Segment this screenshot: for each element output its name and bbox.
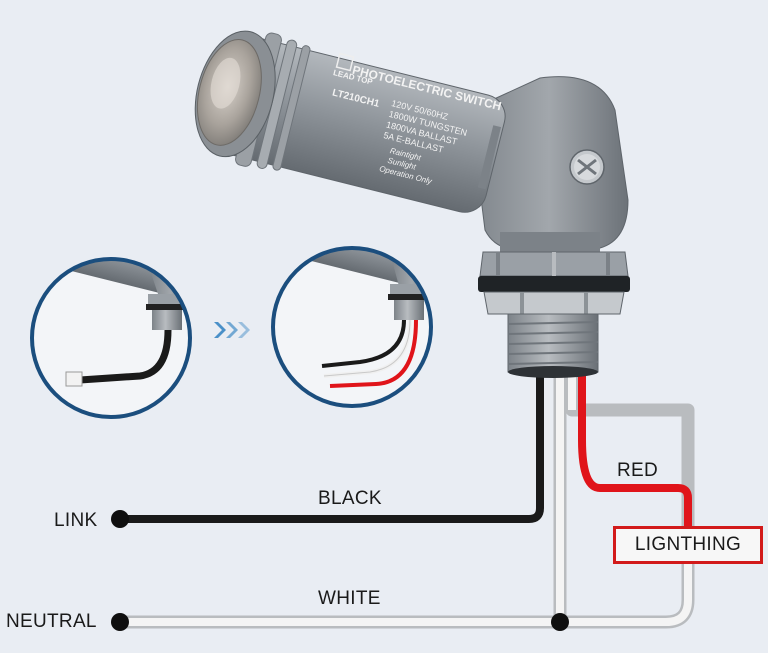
white-wire-label: WHITE — [318, 588, 381, 609]
link-terminal — [111, 510, 129, 528]
brand-logo — [335, 52, 355, 72]
link-label: LINK — [54, 510, 98, 531]
black-wire-label: BLACK — [318, 488, 382, 509]
red-wire-label: RED — [617, 460, 659, 481]
inset-before — [30, 257, 192, 419]
inset-after — [271, 246, 433, 408]
red-wire — [578, 370, 692, 528]
neutral-label: NEUTRAL — [6, 611, 97, 632]
black-wire — [120, 370, 544, 523]
load-label: LIGNTHING — [613, 526, 763, 564]
neutral-terminal — [111, 613, 129, 631]
junction-dot — [551, 613, 569, 631]
white-wire — [120, 370, 695, 629]
chevron-right-icon — [214, 322, 250, 338]
screw-icon — [569, 149, 605, 185]
